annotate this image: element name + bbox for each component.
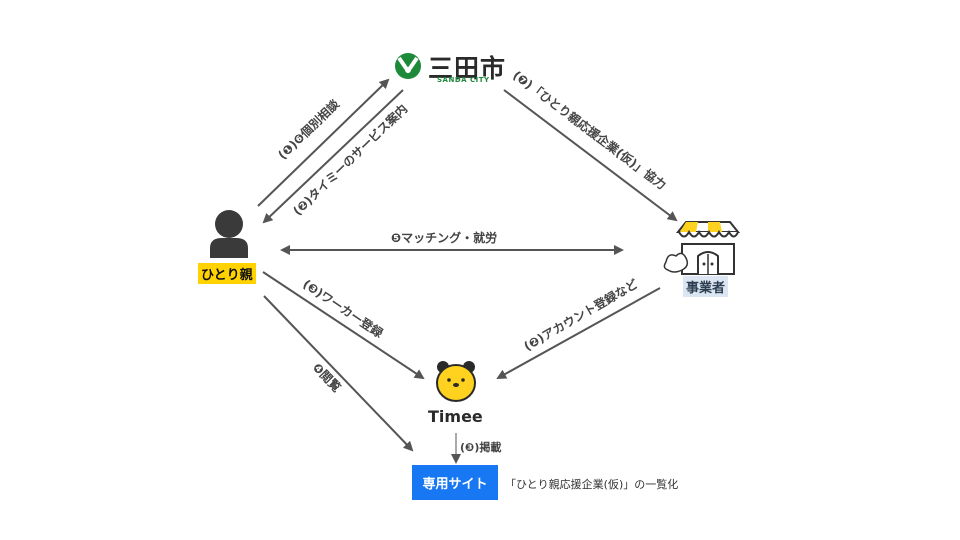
timee-guide-label: (❷)タイミーのサービス案内: [290, 101, 411, 218]
sanda-city-logo-icon: [395, 53, 421, 79]
arrow-account-register: [496, 287, 661, 379]
arrow-cooperation: [503, 89, 678, 222]
city-name: 三田市: [428, 54, 507, 83]
cooperation-label: (❼)「ひとり親応援企業(仮)」協力: [510, 67, 669, 192]
single-parent-label: ひとり親: [198, 263, 256, 284]
consultation-label: (❶)❻個別相談: [275, 96, 343, 163]
timee-name: Timee: [428, 407, 483, 426]
worker-register-label: (❸)ワーカー登録: [300, 276, 386, 341]
arrow-consultation: [257, 78, 390, 207]
dedicated-site-button[interactable]: 専用サイト: [412, 465, 498, 500]
browse-label: ❹閲覧: [310, 360, 345, 395]
account-register-label: (❷)アカウント登録など: [521, 276, 640, 354]
person-icon: [210, 210, 248, 258]
arrow-timee-guide: [262, 89, 404, 224]
dedicated-site-description: 「ひとり親応援企業(仮)」の一覧化: [505, 478, 679, 491]
arrow-worker-register: [262, 271, 425, 380]
matching-label: ❺マッチング・就労: [391, 230, 497, 245]
city-name-en: SANDA CITY: [437, 76, 490, 84]
shop-icon: [663, 221, 741, 275]
business-label: 事業者: [683, 276, 729, 297]
timee-logo-icon: [436, 361, 476, 402]
posting-label: (❸)掲載: [460, 440, 501, 454]
arrow-browse: [263, 295, 414, 452]
